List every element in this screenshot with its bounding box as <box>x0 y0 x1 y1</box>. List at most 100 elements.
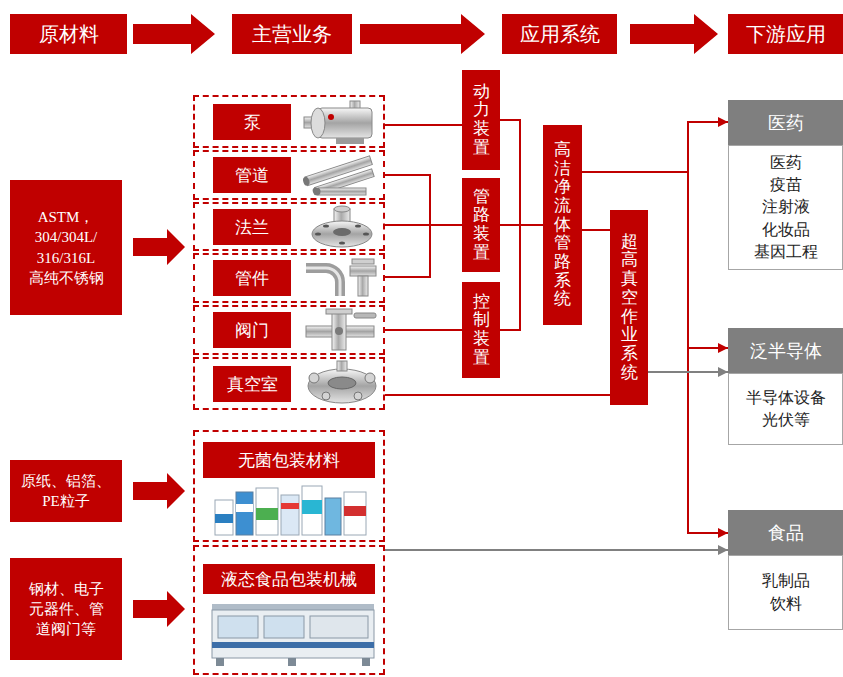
header-label: 原材料 <box>39 21 99 48</box>
flange-picture-part <box>315 232 321 235</box>
pipe-picture <box>302 156 376 198</box>
pipe-picture-part <box>318 188 366 195</box>
product-label: 法兰 <box>213 209 291 245</box>
system-box: 超高真空作业系统 <box>610 210 648 405</box>
flange-picture-part <box>323 224 329 227</box>
text-line: 304/304L/ <box>35 227 98 247</box>
carton-picture-part <box>302 500 322 514</box>
pump-picture <box>304 101 372 144</box>
product-label: 真空室 <box>213 366 291 402</box>
valve-picture-part <box>335 327 343 335</box>
product-label: 液态食品包装机械 <box>203 564 375 594</box>
connector-line <box>385 394 610 396</box>
device-box: 控制装置 <box>462 282 500 378</box>
text-line: 基因工程 <box>754 241 818 263</box>
fitting-picture-part <box>306 268 340 296</box>
market-box: 食品乳制品 饮料 <box>728 510 843 630</box>
material-label: ASTM， 304/304L/ 316/316L 高纯不锈钢 <box>29 207 104 288</box>
text-line: 乳制品 <box>762 570 810 592</box>
block-arrow <box>630 14 718 54</box>
connector-line <box>582 229 610 231</box>
carton-picture-part <box>344 506 366 516</box>
carton-picture-part <box>302 486 322 535</box>
text-line: 钢材、电子 <box>29 579 104 599</box>
connector-line <box>385 124 462 126</box>
flange-picture-part <box>339 241 345 244</box>
carton-picture-part <box>344 492 366 535</box>
header-label: 应用系统 <box>520 21 600 48</box>
connector-line <box>385 329 462 331</box>
machine-picture-part <box>362 658 370 666</box>
market-items: 乳制品 饮料 <box>728 555 843 630</box>
text-line: 原纸、铝箔、 <box>21 471 111 491</box>
vacuum-chamber-picture-part <box>365 373 375 383</box>
system-label: 高洁净流体管路系统 <box>554 141 571 309</box>
product-box: 无菌包装材料 <box>193 430 385 542</box>
vacuum-chamber-picture-part <box>337 361 347 371</box>
connector-line <box>385 225 462 277</box>
materials-arrow <box>133 229 185 265</box>
material-box: 原纸、铝箔、 PE粒子 <box>10 460 122 522</box>
pipe-picture-part <box>316 188 321 195</box>
product-box: 泵 <box>193 95 385 148</box>
machine-picture-part <box>212 610 374 658</box>
valve-picture-part <box>332 312 346 350</box>
product-box: 管道 <box>193 150 385 200</box>
carton-picture <box>215 486 366 535</box>
material-label: 原纸、铝箔、 PE粒子 <box>21 471 111 512</box>
fitting-picture-part <box>350 266 376 276</box>
material-box: ASTM， 304/304L/ 316/316L 高纯不锈钢 <box>10 180 122 315</box>
product-label: 无菌包装材料 <box>203 442 375 478</box>
machine-picture-part <box>264 616 304 638</box>
pump-picture-part <box>311 108 325 138</box>
fitting-picture <box>306 259 376 296</box>
fitting-picture-part <box>358 276 368 296</box>
carton-picture-part <box>256 508 278 520</box>
stage-header: 主营业务 <box>232 14 352 54</box>
text-line: 光伏等 <box>762 409 810 431</box>
vacuum-chamber-picture-part <box>322 392 330 400</box>
device-label: 控制装置 <box>473 293 490 368</box>
system-label: 超高真空作业系统 <box>621 233 638 383</box>
vacuum-chamber-picture-part <box>308 369 376 403</box>
header-label: 下游应用 <box>746 21 826 48</box>
text-line: 医药 <box>770 152 802 174</box>
pump-picture-part <box>318 108 372 138</box>
flange-picture <box>312 206 372 247</box>
block-arrow <box>133 473 185 509</box>
carton-picture-part <box>236 504 253 512</box>
system-box: 高洁净流体管路系统 <box>543 125 582 325</box>
connector-line <box>582 122 728 172</box>
connector-line <box>582 172 728 348</box>
machine-picture-part <box>212 604 374 610</box>
materials-arrow-part <box>133 229 185 265</box>
text-line: 饮料 <box>770 593 802 615</box>
material-label: 钢材、电子 元器件、管 道阀门等 <box>29 579 104 640</box>
valve-picture-part <box>326 309 352 314</box>
text-line: 高纯不锈钢 <box>29 268 104 288</box>
flange-picture-part <box>312 221 372 247</box>
device-box: 管路装置 <box>462 178 500 272</box>
product-box: 法兰 <box>193 202 385 251</box>
fitting-picture-part <box>352 259 374 264</box>
text-line: ASTM， <box>38 207 95 227</box>
product-label: 管道 <box>213 157 291 193</box>
connector-line <box>500 120 543 225</box>
valve-picture <box>306 309 376 350</box>
product-box: 阀门 <box>193 305 385 355</box>
block-arrow <box>133 591 185 627</box>
market-box: 医药医药 疫苗 注射液 化妆品 基因工程 <box>728 100 843 270</box>
carton-picture-part <box>256 488 278 535</box>
machine-picture-part <box>216 658 224 666</box>
fitting-picture-part <box>306 268 340 296</box>
carton-picture-part <box>215 500 233 535</box>
machine-picture-part <box>288 658 296 666</box>
text-line: 半导体设备 <box>746 387 826 409</box>
device-box: 动力装置 <box>462 70 500 170</box>
machine-picture-part <box>218 616 258 638</box>
machine-picture-part <box>310 616 368 638</box>
product-box: 真空室 <box>193 357 385 410</box>
text-line: 疫苗 <box>770 174 802 196</box>
block-arrow <box>360 14 485 54</box>
carton-picture-part <box>215 514 233 523</box>
